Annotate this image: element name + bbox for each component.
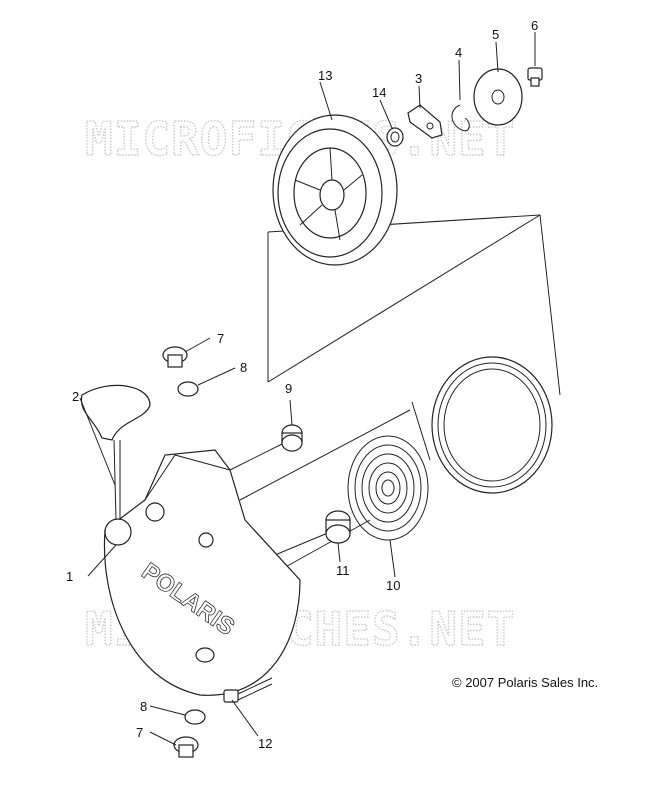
plug-part-7-bottom (173, 736, 199, 758)
washer-part-8-bottom (184, 709, 206, 725)
callout-4: 4 (455, 45, 462, 60)
rope-coil (411, 356, 553, 494)
callout-6: 6 (531, 18, 538, 33)
callout-11: 11 (336, 563, 350, 578)
leader-lines (79, 32, 536, 746)
callout-5: 5 (492, 27, 499, 42)
bushing-part-11 (325, 510, 351, 544)
assembly-guide-lines (229, 214, 561, 571)
bolt-part-6 (527, 67, 543, 87)
copyright-notice: © 2007 Polaris Sales Inc. (452, 675, 598, 690)
recoil-spring-part-10 (347, 435, 429, 541)
callout-12: 12 (258, 736, 272, 751)
callout-8-bottom: 8 (140, 699, 147, 714)
bolt-part-12 (223, 677, 273, 703)
callout-9: 9 (285, 381, 292, 396)
callout-3: 3 (415, 71, 422, 86)
plug-part-7-top (162, 346, 188, 368)
callout-10: 10 (386, 578, 400, 593)
clip-part-4 (451, 104, 470, 132)
callout-2: 2 (72, 389, 79, 404)
starter-housing-part-1: POLARIS (103, 449, 301, 696)
callout-1: 1 (66, 569, 73, 584)
small-spring-part-14 (386, 127, 404, 147)
callout-13: 13 (318, 68, 332, 83)
callout-8-top: 8 (240, 360, 247, 375)
friction-plate-part-5 (473, 68, 523, 126)
callout-7-top: 7 (217, 331, 224, 346)
pulley-part-13 (272, 114, 398, 266)
bushing-part-9 (281, 424, 303, 452)
washer-part-8-top (177, 381, 199, 397)
handle-part-2 (80, 384, 151, 521)
callout-14: 14 (372, 85, 386, 100)
callout-7-bottom: 7 (136, 725, 143, 740)
